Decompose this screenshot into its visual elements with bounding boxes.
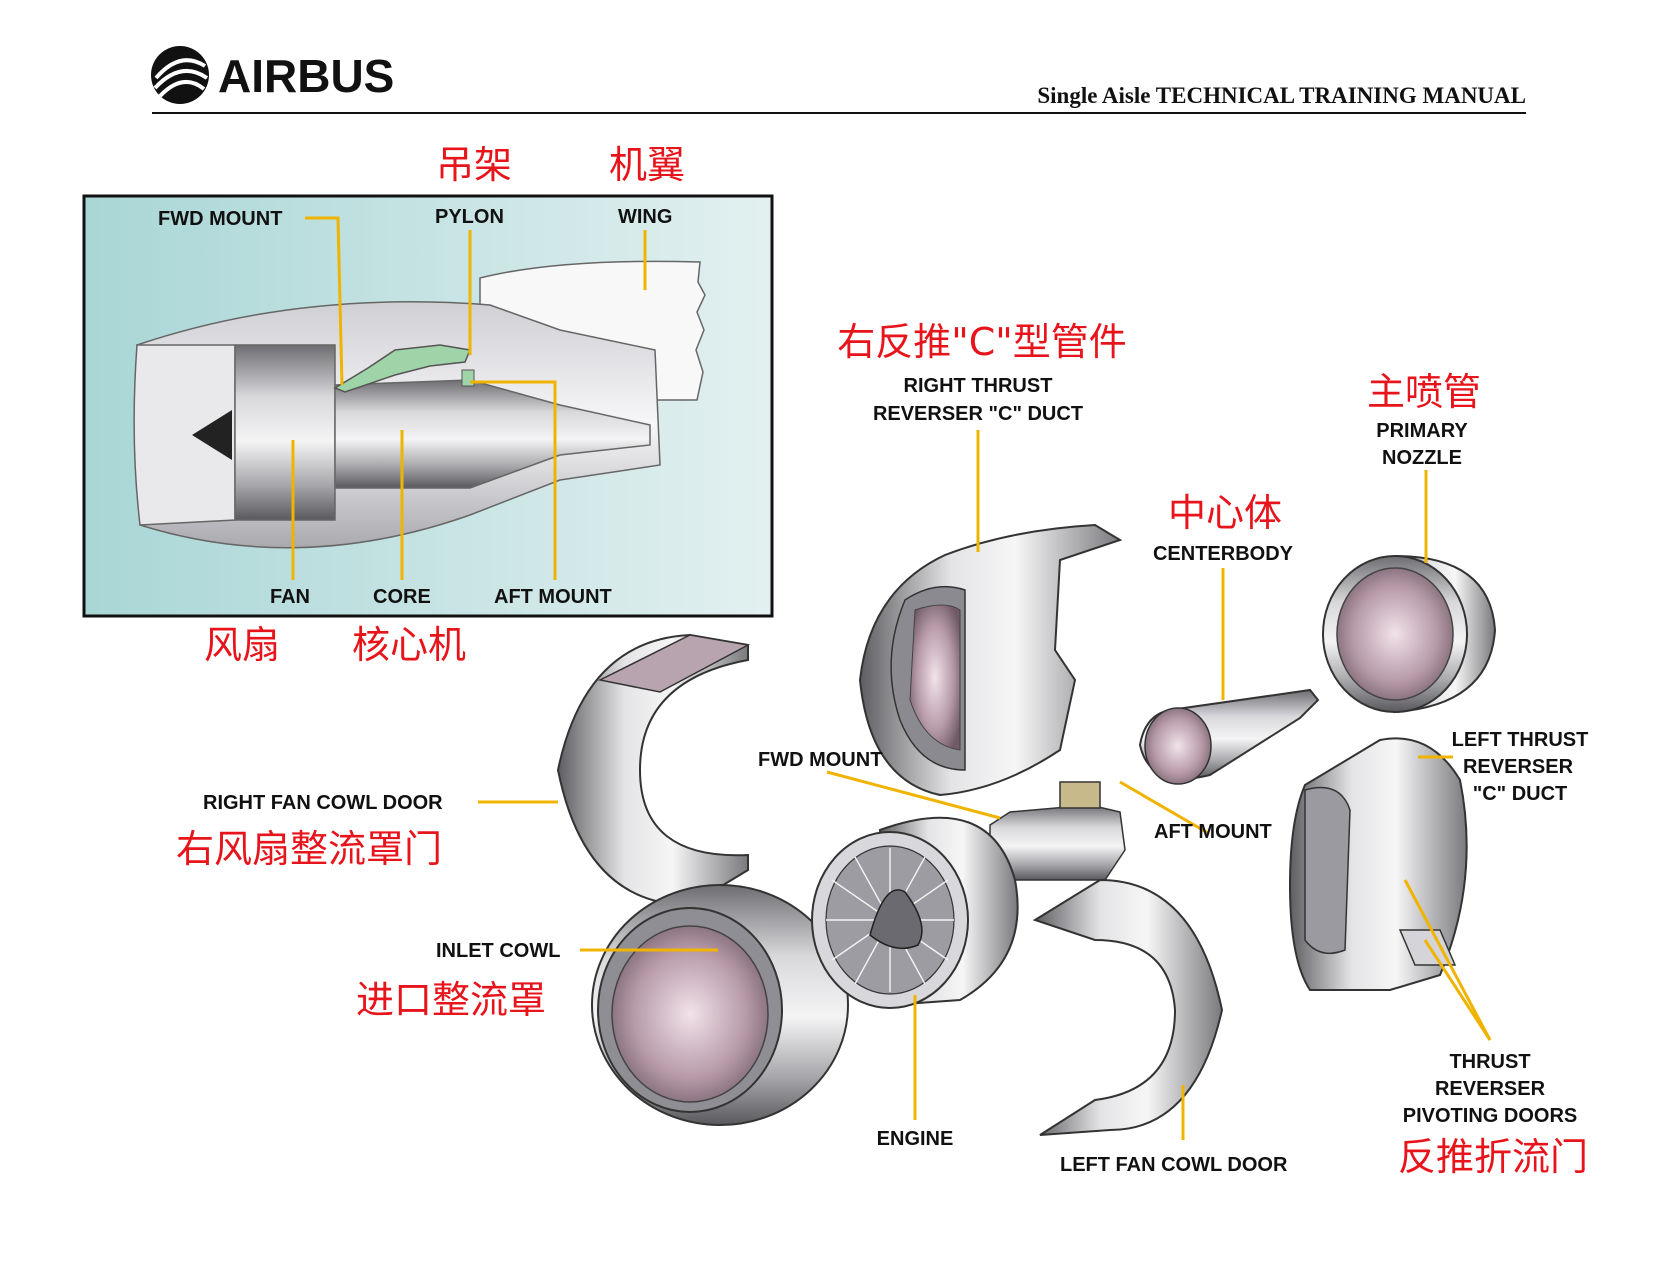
brand-name: AIRBUS	[218, 50, 394, 102]
leader-pivoting-doors-1	[1403, 879, 1492, 1041]
label-left-thrust-reverser-2: REVERSER	[1463, 756, 1574, 778]
right-thrust-reverser-shape	[858, 523, 1123, 797]
label-centerbody: CENTERBODY	[1153, 543, 1294, 565]
fan-face-shape	[133, 344, 236, 526]
left-thrust-reverser-shape	[1288, 737, 1468, 991]
inset-label-pylon: PYLON	[435, 206, 504, 228]
leader-aft-mount-exploded	[1119, 780, 1209, 835]
label-inlet-cowl: INLET COWL	[436, 940, 560, 962]
pylon-shape	[333, 344, 472, 393]
cn-label-right-fan-cowl-door: 右风扇整流罩门	[176, 827, 442, 871]
inset-label-wing: WING	[618, 206, 672, 228]
leader-aft-mount	[470, 380, 557, 580]
cn-label-right-thrust-reverser: 右反推"C"型管件	[837, 320, 1127, 364]
cn-label-wing: 机翼	[609, 143, 685, 187]
fan-case-shape	[234, 344, 336, 521]
label-right-thrust-reverser-2: REVERSER "C" DUCT	[873, 403, 1083, 425]
pivoting-door-shape	[1398, 929, 1457, 966]
airbus-logo: AIRBUS	[151, 46, 394, 104]
label-primary-nozzle-1: PRIMARY	[1376, 420, 1468, 442]
cn-label-primary-nozzle: 主喷管	[1367, 370, 1481, 414]
leader-fwd-mount-exploded	[826, 770, 1001, 820]
label-right-thrust-reverser-1: RIGHT THRUST	[904, 375, 1053, 397]
cn-label-fan: 风扇	[204, 623, 280, 667]
cn-label-pylon: 吊架	[436, 143, 512, 187]
cn-label-pivoting-doors: 反推折流门	[1398, 1135, 1588, 1179]
label-primary-nozzle-2: NOZZLE	[1382, 447, 1462, 469]
engine-shape	[811, 781, 1126, 1009]
inset-label-aft-mount: AFT MOUNT	[494, 586, 612, 608]
label-engine: ENGINE	[877, 1128, 954, 1150]
label-pivoting-doors-3: PIVOTING DOORS	[1403, 1105, 1577, 1127]
label-left-thrust-reverser-3: "C" DUCT	[1473, 783, 1568, 805]
inset-panel: FWD MOUNT PYLON WING FAN CORE AFT MOUNT	[82, 194, 774, 618]
label-pivoting-doors-1: THRUST	[1449, 1051, 1530, 1073]
engine-spinner-shape	[869, 889, 923, 950]
aft-mount-shape	[461, 369, 475, 387]
leader-pivoting-doors-2	[1423, 939, 1492, 1041]
manual-title: Single Aisle TECHNICAL TRAINING MANUAL	[1037, 83, 1526, 108]
core-shape	[334, 379, 651, 489]
label-left-thrust-reverser-1: LEFT THRUST	[1452, 729, 1589, 751]
right-fan-cowl-door-shape	[556, 633, 749, 907]
left-fan-cowl-door-shape	[1032, 878, 1224, 1136]
label-aft-mount: AFT MOUNT	[1154, 821, 1272, 843]
primary-nozzle-shape	[1322, 554, 1497, 714]
label-fwd-mount: FWD MOUNT	[758, 749, 882, 771]
cn-label-inlet-cowl: 进口整流罩	[356, 978, 546, 1022]
label-right-fan-cowl-door: RIGHT FAN COWL DOOR	[203, 792, 443, 814]
inlet-cowl-shape	[591, 884, 849, 1126]
centerbody-face	[1144, 707, 1212, 785]
inset-label-core: CORE	[373, 586, 431, 608]
cn-label-core: 核心机	[352, 623, 466, 667]
label-pivoting-doors-2: REVERSER	[1435, 1078, 1546, 1100]
label-left-fan-cowl-door: LEFT FAN COWL DOOR	[1060, 1154, 1288, 1176]
cn-label-centerbody: 中心体	[1168, 491, 1282, 535]
spinner-shape	[192, 410, 232, 460]
inset-label-fwd-mount: FWD MOUNT	[158, 208, 282, 230]
inset-label-fan: FAN	[270, 586, 310, 608]
leader-fwd-mount	[305, 216, 344, 386]
